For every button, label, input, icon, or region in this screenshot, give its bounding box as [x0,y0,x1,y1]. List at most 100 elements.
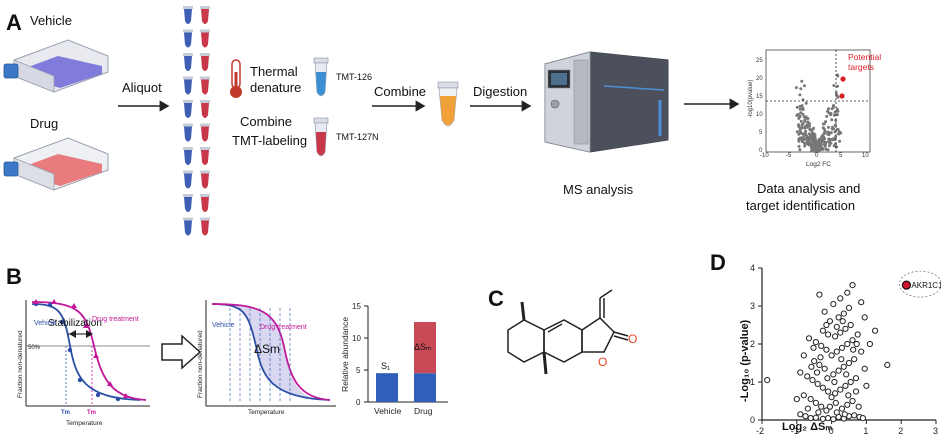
temperature-label: Temperature [66,420,103,427]
volcano-point [803,119,807,123]
volcano-point [803,144,807,148]
scatter-point [826,318,834,325]
scatter-point [807,396,814,403]
volcano-point [797,137,801,141]
scatter-point [839,318,846,325]
volcano-point [821,147,825,151]
scatter-point [808,363,815,370]
volcano-ytick: 15 [756,94,763,100]
volcano-point [832,84,836,87]
scatter-ytick-label: 2 [750,339,755,349]
drug-curve-marker [51,299,57,304]
volcano-point [824,120,828,124]
scatter-point [831,378,838,386]
akr1c1-label: AKR1C1 [911,281,941,290]
scatter-point [816,361,823,368]
drug-curve-marker [107,381,113,386]
bar-category-label: Vehicle [374,406,402,416]
drug-flask-icon [3,137,109,191]
scatter-point [824,375,831,382]
volcano-point [800,126,804,130]
volcano-point [825,114,829,118]
drug-curve-marker [71,303,77,308]
potential-label: Potential [848,52,881,62]
scatter-point [830,416,837,423]
scatter-point [825,415,832,422]
s1-label: S₁ [381,361,390,371]
scatter-point [793,396,800,403]
scatter-point [821,365,828,372]
chemical-structure [507,289,629,375]
drug-curve-marker [123,393,129,398]
fraction-2-label: Fraction non-denatured [197,330,204,398]
volcano-point [799,119,803,123]
drug-aliquot-tube-icon [200,147,210,165]
scatter-point [815,409,822,416]
tmt127n-tube-icon [313,117,329,157]
scatter-point [828,352,835,359]
scatter-point [805,335,813,342]
thermal-label: Thermal [250,64,298,79]
scatter-point [825,388,832,395]
delta-sm-label: ΔSm [254,342,280,356]
volcano-point [805,123,809,127]
panel-d-label: D [710,250,726,275]
scatter-point [830,301,837,308]
melting-curve-plot: Stabilization 50% Vehicle Drug treatment… [17,299,150,427]
scatter-point [812,399,820,406]
scatter-point [811,358,818,365]
stabilization-label: Stabilization [48,318,102,329]
akr1c1-point [901,280,912,290]
scatter-point [837,295,844,302]
scatter-point [833,323,840,330]
panel-a: A Vehicle Drug Aliquot Thermal de [3,6,881,236]
volcano-xtick: 0 [815,153,819,159]
scatter-point [835,314,842,321]
volcano-point [798,115,802,119]
volcano-point [837,130,841,134]
scatter-point [858,348,865,355]
volcano-point [835,73,839,77]
relative-abundance-label: Relative abundance [340,317,350,392]
scatter-point [861,365,868,372]
scatter-point [837,386,844,393]
scatter-point [855,403,862,410]
vehicle-flask-icon [3,39,109,93]
volcano-point [817,140,821,144]
volcano-ylabel: -log10(pvalue) [748,80,754,118]
scatter-point [812,339,820,346]
scatter-point [859,415,867,422]
volcano-point [823,129,827,133]
volcano-point [827,107,830,111]
volcano-point [834,145,838,149]
scatter-point [840,310,847,317]
delta-shaded-area [212,304,330,400]
volcano-ytick: 0 [759,148,763,154]
ms-analysis-label: MS analysis [563,182,634,197]
scatter-point [858,299,865,306]
scatter-point [830,371,837,378]
combine-label: Combine [240,114,292,129]
drug-curve-marker [93,353,99,358]
volcano-point [798,93,802,97]
scatter-ytick-label: 4 [750,263,755,273]
scatter-xtick-label: -1 [791,426,799,435]
volcano-point [826,132,830,136]
volcano-point [801,112,805,116]
scatter-point [844,340,851,348]
volcano-point [829,131,833,135]
volcano-point [833,142,837,146]
volcano-point [817,143,821,147]
scatter-xlabel: Log₂ ΔSₘ [782,421,832,433]
vehicle-aliquot-tube-icon [183,76,193,95]
scatter-point [838,344,846,351]
scatter-point [821,308,828,315]
thermometer-icon [230,59,242,98]
scatter-point [819,384,827,391]
volcano-point [812,148,816,152]
volcano-point [813,141,817,145]
volcano-xtick: -5 [786,153,792,159]
tmt127n-label: TMT-127N [336,132,379,142]
aliquot-label: Aliquot [122,80,162,95]
